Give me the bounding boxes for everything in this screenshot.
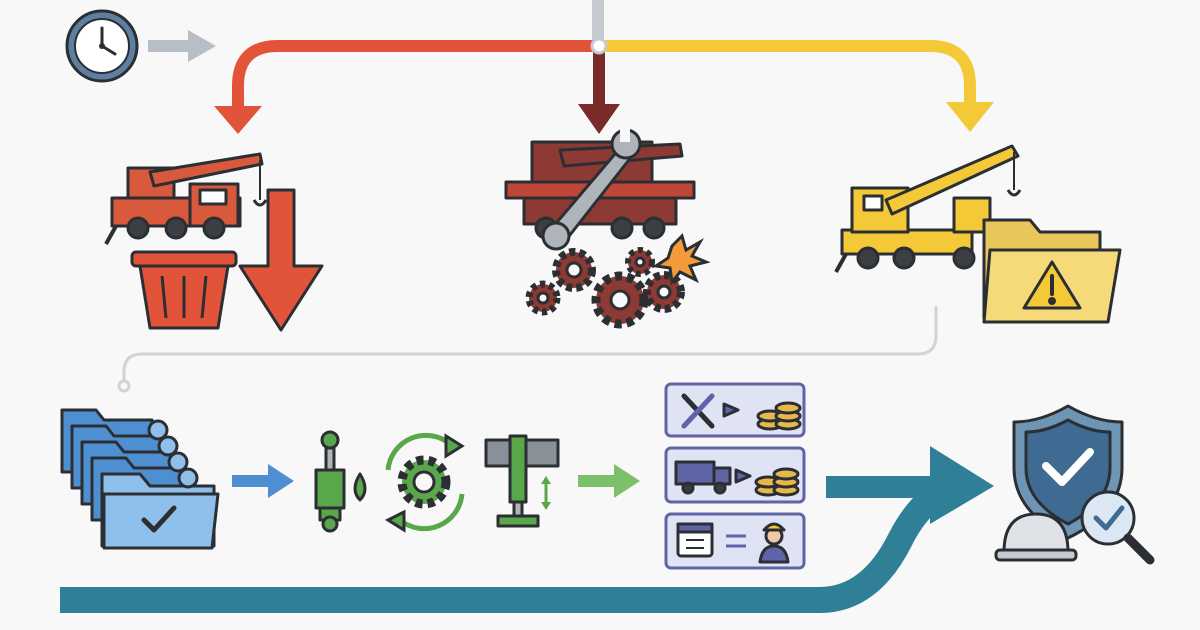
magnifier-check-icon — [1080, 490, 1155, 565]
yellow-crane-icon — [834, 144, 1022, 273]
gears-icon — [525, 233, 711, 329]
stage-divider-connector — [122, 306, 938, 384]
top-source-line — [592, 0, 604, 40]
tools-to-coins-icon — [664, 382, 806, 438]
gear-cycle-icon — [384, 432, 465, 533]
warning-folder-icon — [982, 218, 1122, 324]
clock-icon — [65, 9, 139, 83]
divider-end-node — [117, 379, 131, 393]
red-branch-arrowhead — [214, 106, 262, 134]
wrench-icon — [541, 128, 642, 251]
red-crane-icon — [104, 152, 268, 245]
discard-down-arrow-icon — [238, 188, 324, 332]
outrigger-jack-icon — [484, 434, 560, 528]
green-step-arrow-icon — [578, 464, 640, 498]
blue-step-arrow-icon — [232, 464, 294, 498]
hydraulic-cylinder-icon — [314, 430, 367, 533]
yellow-branch-line — [600, 40, 976, 106]
red-branch-line — [232, 40, 598, 110]
shield-check-icon — [1012, 404, 1124, 540]
clock-arrow-icon — [148, 30, 216, 62]
center-branch-line — [593, 48, 605, 108]
truck-to-coins-icon — [664, 446, 806, 504]
top-connectors — [214, 0, 994, 134]
split-node — [590, 37, 608, 55]
checked-folders-icon — [60, 408, 220, 550]
calendar-to-worker-icon — [664, 512, 806, 570]
trash-bin-icon — [130, 250, 238, 330]
yellow-branch-arrowhead — [946, 102, 994, 132]
teal-flow-arrow — [60, 446, 994, 613]
hard-hat-icon — [994, 512, 1078, 562]
center-branch-arrowhead — [578, 104, 620, 134]
